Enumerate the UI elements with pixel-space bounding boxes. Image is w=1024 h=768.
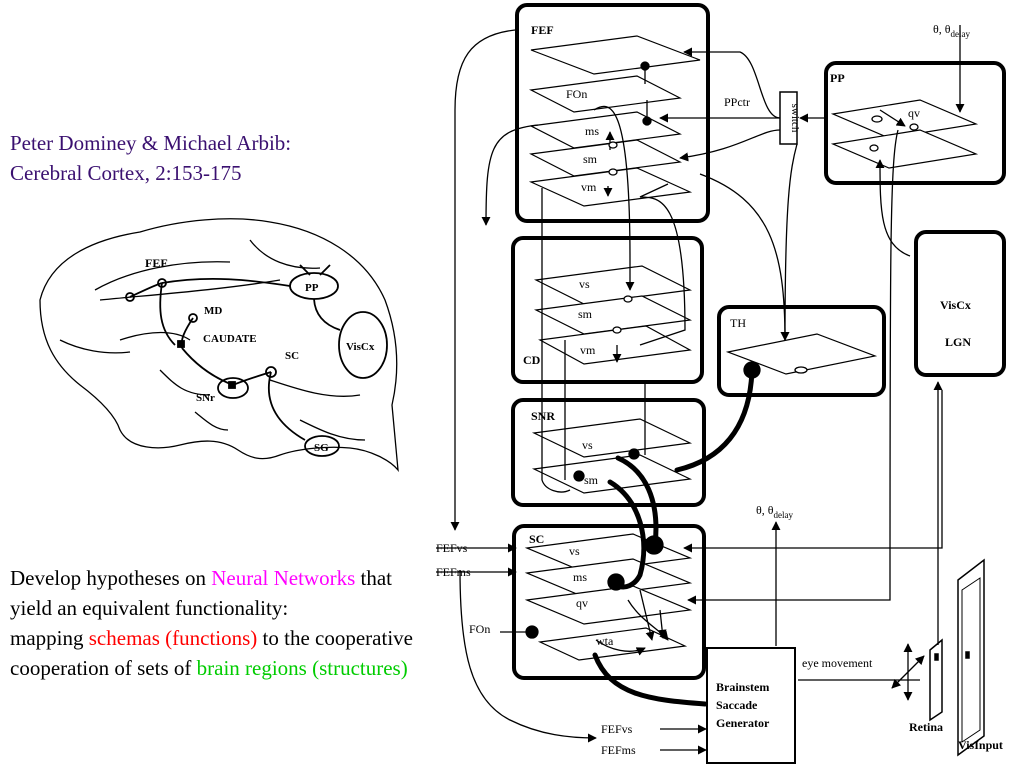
sc-layer-wta: wta: [596, 634, 614, 648]
retina-label: Retina: [909, 720, 943, 734]
fefvs-input-label-brainstem: FEFvs: [601, 722, 633, 736]
brain-label-pp: PP: [305, 282, 319, 294]
viscx-lgn-box: [914, 230, 1006, 377]
cd-vs-plane: [533, 265, 693, 305]
brainstem-line-2: Saccade: [716, 698, 758, 712]
fefvs-input-label-sc: FEFvs: [436, 541, 468, 555]
brain-labels: FEF MD CAUDATE PP SC SNr VisCx SG: [145, 256, 375, 454]
pp-layer-qv: qv: [908, 106, 920, 120]
th-box: [717, 305, 886, 397]
citation-authors: Peter Dominey & Michael Arbib:: [10, 131, 292, 155]
module-titles: FEF CD SNR SC PP VisCx LGN Brainstem Sac…: [523, 23, 1003, 752]
sc-layer-qv: qv: [576, 596, 588, 610]
fefms-input-label-sc: FEFms: [436, 565, 471, 579]
sc-qv-plane: [524, 585, 693, 625]
brain-label-viscx: VisCx: [346, 341, 375, 353]
description-paragraph: Develop hypotheses on Neural Networks th…: [10, 563, 425, 683]
visinput-label: VisInput: [958, 738, 1003, 752]
lgn-label: LGN: [945, 335, 971, 349]
ppctr-label: PPctr: [724, 95, 750, 109]
brain-label-caudate: CAUDATE: [203, 333, 257, 345]
switch-label: switch: [789, 104, 801, 133]
description-text-3: mapping: [10, 626, 89, 650]
cd-sm-plane: [533, 295, 693, 335]
fef-vm-plane: [528, 167, 693, 207]
module-boxes: [511, 3, 1006, 680]
cd-title: CD: [523, 353, 541, 367]
sg-region: [304, 435, 340, 457]
pp-bottom-plane: [830, 129, 979, 169]
brain-label-md: MD: [204, 305, 222, 317]
fef-box: [515, 3, 710, 223]
description-text-4: to the cooperative cooperation of sets o…: [10, 626, 413, 680]
visinput-shape: [957, 558, 985, 757]
brain-label-fef: FEF: [145, 256, 168, 270]
snr-layer-sm: sm: [584, 473, 599, 487]
brain-regions: [125, 264, 388, 457]
sc-layer-vs: vs: [569, 544, 580, 558]
snr-vs-plane: [531, 418, 693, 458]
viscx-region: [338, 311, 388, 379]
cd-vm-plane: [538, 325, 692, 365]
snr-to-sc-path-2: [615, 455, 659, 548]
cd-layer-vm: vm: [580, 343, 596, 357]
fef-ms-plane: [529, 111, 682, 149]
sc-layer-ms: ms: [573, 570, 587, 584]
fef-layer-fon: FOn: [566, 87, 587, 101]
fef-layer-sm: sm: [583, 152, 598, 166]
diagram-labels: PPctr switch θ, θdelay θ, θdelay FEFvs F…: [436, 22, 970, 757]
pp-box: [824, 61, 1006, 185]
synapse-markers: [525, 61, 919, 639]
theta-label-top: θ, θdelay: [933, 22, 970, 39]
neural-networks-phrase: Neural Networks: [211, 566, 356, 590]
schemas-phrase: schemas (functions): [88, 626, 258, 650]
fefms-input-label-brainstem: FEFms: [601, 743, 636, 757]
snr-sm-plane: [531, 454, 693, 494]
brain-label-sc: SC: [285, 350, 299, 362]
description-text-2: that yield an equivalent functionality:: [10, 566, 393, 620]
brainstem-line-1: Brainstem: [716, 680, 769, 694]
fef-title: FEF: [531, 23, 554, 37]
citation: Peter Dominey & Michael Arbib: Cerebral …: [10, 128, 410, 188]
brain-label-snr: SNr: [196, 392, 215, 404]
cd-box: [511, 236, 704, 384]
pp-title: PP: [830, 71, 845, 85]
snr-region: [217, 377, 249, 399]
snr-layer-vs: vs: [582, 438, 593, 452]
snr-title: SNR: [531, 409, 555, 423]
fef-layer-vm: vm: [581, 180, 597, 194]
layer-labels: FOn ms sm vm vs sm vm vs sm vs ms qv wta…: [566, 87, 920, 648]
description-text-1: Develop hypotheses on: [10, 566, 212, 590]
fon-input-label: FOn: [469, 622, 490, 636]
fef-sm-plane: [529, 139, 682, 177]
sc-title: SC: [529, 532, 544, 546]
connections: [436, 25, 965, 755]
fef-layer-ms: ms: [585, 124, 599, 138]
brain-outline: [39, 218, 399, 473]
fef-fon-plane: [529, 75, 682, 113]
thick-pathways: [592, 367, 755, 707]
viscx-label: VisCx: [940, 298, 971, 312]
retina-shape: [929, 638, 943, 722]
theta-label-bottom: θ, θdelay: [756, 503, 793, 520]
sc-to-brainstem-path: [592, 652, 708, 707]
snr-to-sc-path-1: [607, 479, 647, 590]
eye-movement-label: eye movement: [802, 656, 873, 670]
brain-regions-phrase: brain regions (structures): [196, 656, 408, 680]
brain-sketch: [39, 218, 399, 473]
fef-top-plane: [530, 35, 701, 75]
snr-box: [511, 398, 706, 507]
th-title: TH: [730, 316, 746, 330]
cd-layer-sm: sm: [578, 307, 593, 321]
brain-label-sg: SG: [314, 442, 329, 454]
cd-layer-vs: vs: [579, 277, 590, 291]
brainstem-line-3: Generator: [716, 716, 770, 730]
snr-to-th-path: [674, 367, 755, 473]
retina-visinput: [929, 558, 985, 757]
citation-journal: Cerebral Cortex, 2:153-175: [10, 161, 242, 185]
layer-planes: [524, 35, 979, 661]
